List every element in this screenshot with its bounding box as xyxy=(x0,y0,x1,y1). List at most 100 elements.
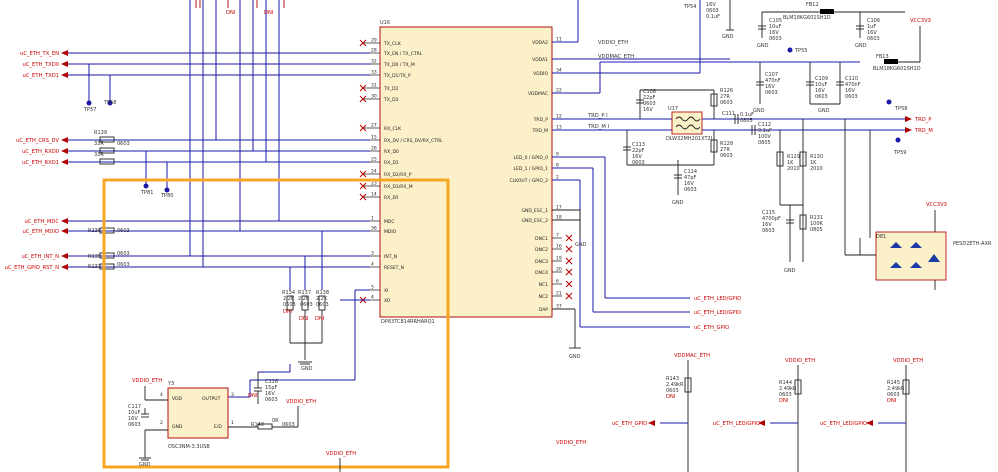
tp59-dot xyxy=(895,137,901,143)
highlight-box xyxy=(102,178,450,469)
trd-m-out-label: TRD_M xyxy=(914,128,933,134)
r128-value: 27R xyxy=(720,147,730,153)
u16-left-pin-num: 31 xyxy=(371,83,377,89)
u16-left-pin-num: 4 xyxy=(371,262,374,268)
no-connect-mark xyxy=(565,292,573,300)
c112-pkg: 0805 xyxy=(758,140,771,146)
left-net-label: uC_ETH_INT_N xyxy=(22,254,60,260)
r138-dni: DNI xyxy=(315,316,325,322)
c114-volt: 16V xyxy=(684,181,694,187)
fb13-part: BLM18KG601SH1D xyxy=(873,66,921,72)
u16-right-pin-num: 17 xyxy=(556,205,562,211)
oscillator-y3: Y3 OSC3NM-3.3USB VDD OUTPUT GND E/D 4 3 … xyxy=(128,372,356,472)
c117-ref: C117 xyxy=(128,404,141,410)
c109-volt: 16V xyxy=(815,88,825,94)
left-net-label: uC_ETH_TXD0 xyxy=(23,62,59,68)
top-dni-label-1: DNI xyxy=(226,10,236,16)
u16-right-pin-num: 6 xyxy=(556,279,559,285)
u16-left-pin-num: 5 xyxy=(371,285,374,291)
left-net-label: uC_ETH_MDIO xyxy=(22,229,59,235)
r131b-pkg: 0603 xyxy=(117,262,130,268)
c115-volt: 16V xyxy=(762,222,772,228)
strap-resistors: R134 2.2K 0603 DNI R137 2.2K 0603 DNI R1… xyxy=(282,231,329,372)
r144-dni: DNI xyxy=(779,398,789,404)
tp80-dot xyxy=(164,187,170,193)
left-net-label: uC_ETH_TXD1 xyxy=(23,73,59,79)
net-flag-arrow xyxy=(61,148,68,154)
u16-right-pin-num: 2 xyxy=(556,175,559,181)
c115-gnd: GND xyxy=(784,268,796,274)
u16-left-pin-name: TX_D0 / TX_M xyxy=(383,62,415,68)
c117-pkg: 0603 xyxy=(128,422,141,428)
c105-volt: 16V xyxy=(769,30,779,36)
r138-value: 2.2K xyxy=(316,296,328,302)
fb13-ref: FB13 xyxy=(876,54,889,60)
c107-value: 470nF xyxy=(765,78,781,84)
r143-value: 2.49kR xyxy=(666,382,684,388)
tp57-label: TP57 xyxy=(83,107,96,113)
r134-value: 2.2K xyxy=(283,296,295,302)
left-net-label: uC_ETH_RXD0 xyxy=(22,149,59,155)
c112-volt: 100V xyxy=(758,134,772,140)
y3-pin-gnd: GND xyxy=(172,424,183,430)
c114-value: 47pF xyxy=(684,175,697,181)
u16-left-pin-name: TX_D3 xyxy=(383,97,399,103)
trd-p-out-label: TRD_P xyxy=(914,117,932,123)
c113-ref: C113 xyxy=(632,142,645,148)
u16-left-pin-num: 36 xyxy=(371,226,377,232)
tp55-dot xyxy=(787,47,793,53)
u16-right-pin-name: VDDMAC xyxy=(528,91,548,97)
top-cap-val: 0.1uF xyxy=(706,14,720,20)
r135-ref: R135 xyxy=(88,254,101,260)
c111-pkg: 0805 xyxy=(740,118,753,124)
u16-left-pin-num: 15 xyxy=(371,135,377,141)
c107-pkg: 0603 xyxy=(765,90,778,96)
u16-left-pin-num: 4 xyxy=(371,295,374,301)
net-flag-arrow xyxy=(61,159,68,165)
u16-right-pin-num: 8 xyxy=(556,163,559,169)
c117-value: 10uF xyxy=(128,410,141,416)
c112-ref: C112 xyxy=(758,122,771,128)
u16-left-pin-num: 28 xyxy=(371,48,377,54)
y3-pinnum-ed: 1 xyxy=(231,420,234,426)
c112-value: 0.1uF xyxy=(758,128,772,134)
r236-ref: R236 xyxy=(88,228,101,234)
c106-ref: C106 xyxy=(867,18,880,24)
r135-pkg: 0603 xyxy=(117,251,130,257)
left-net-label: uC_ETH_GPIO_RST_N xyxy=(5,265,59,271)
u16-right-pin-name: LED_1 / GPIO_1 xyxy=(514,166,549,172)
r144-pkg: 0603 xyxy=(779,392,792,398)
net-flag-arrow xyxy=(61,72,68,78)
tp58-dot xyxy=(107,100,113,106)
c109-pkg: 0603 xyxy=(815,94,828,100)
u16-right-pin-name: VDDA1 xyxy=(532,57,548,63)
left-bus-wires xyxy=(68,0,370,268)
c109-value: 10uF xyxy=(815,82,828,88)
d81-ref: D81 xyxy=(876,234,886,240)
u16-right-pin-name: DNC2 xyxy=(535,247,548,253)
tp80-label: TP80 xyxy=(160,193,173,199)
u16-right-pin-num: 7 xyxy=(556,233,559,239)
test-points: TP57 TP58 TP81 TP80 TP54 TP55 TP58 TP59 xyxy=(83,4,907,199)
no-connect-mark xyxy=(565,234,573,242)
u16-right-pin-name: VDDA2 xyxy=(532,40,548,46)
tp81-label: TP81 xyxy=(140,190,153,196)
c108-ref: C108 xyxy=(643,89,656,95)
y3-pinnum-gnd: 2 xyxy=(160,420,163,426)
c107-ref: C107 xyxy=(765,72,778,78)
c109-ref: C109 xyxy=(815,76,828,82)
u16-right-pin-num: 18 xyxy=(556,215,562,221)
u16-left-pin-num: 30 xyxy=(371,94,377,100)
fb12-part: BLM18KG601SH1D xyxy=(783,15,831,21)
net-flag-arrow xyxy=(61,228,68,234)
vcc-net-label: VCC3V3 xyxy=(910,18,931,24)
c108-pkg: 0603 xyxy=(643,101,656,107)
tp58b-label: TP58 xyxy=(894,106,907,112)
bottom-net-1: uC_ETH_GPIO xyxy=(612,421,647,427)
r140-pkg: 0603 xyxy=(282,422,295,428)
u16-right-pin-num: 20 xyxy=(556,267,562,273)
y3-part: OSC3NM-3.3USB xyxy=(168,444,210,450)
bottom-net-2: uC_ETH_LED/GPIO xyxy=(713,421,760,427)
u16-right-pin-num: 9 xyxy=(556,152,559,158)
top-gnd-label: GND xyxy=(722,34,734,40)
